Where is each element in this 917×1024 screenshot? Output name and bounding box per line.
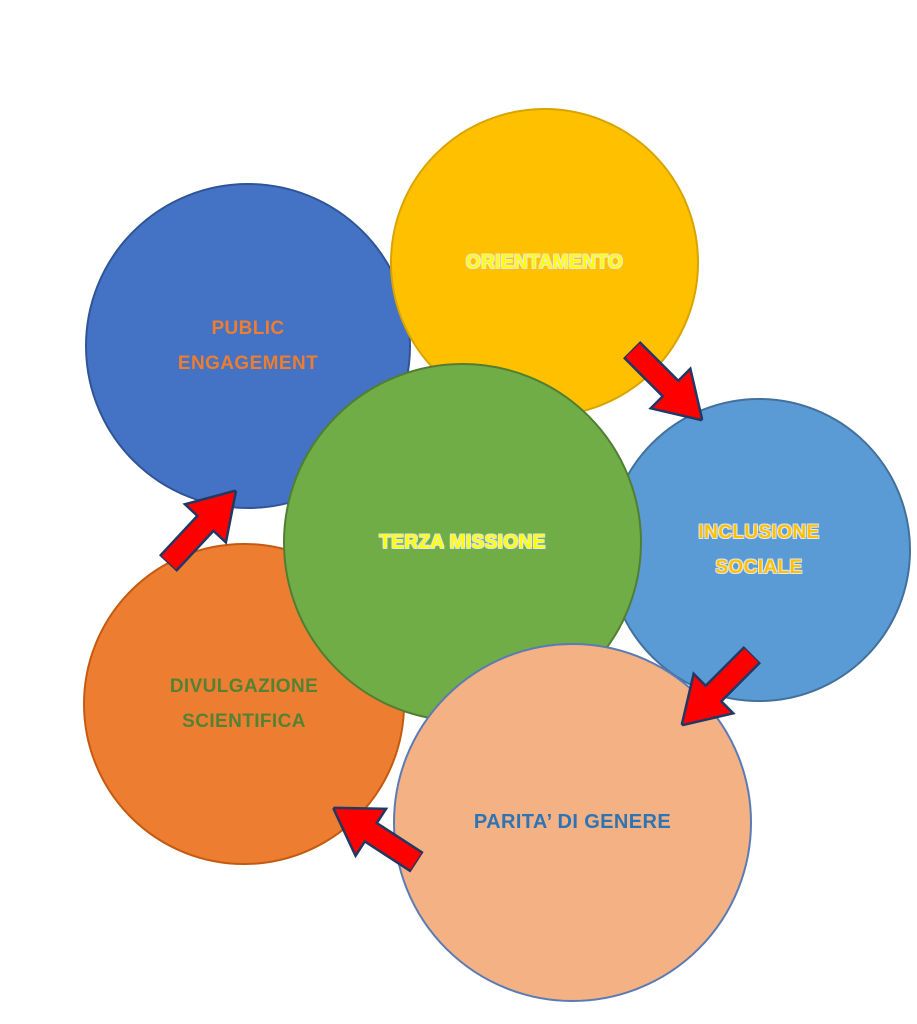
label-line: DIVULGAZIONE	[169, 675, 319, 697]
label-line: INCLUSIONE	[698, 521, 820, 543]
circle-label-divulgazione-scientifica: DIVULGAZIONE SCIENTIFICA	[170, 669, 318, 739]
label-line: ENGAGEMENT	[177, 353, 319, 374]
arrow-orientamento-to-inclusione-icon	[622, 340, 705, 423]
label-line: ORIENTAMENTO	[465, 251, 624, 273]
arrow-inclusione-to-parita-icon	[679, 645, 762, 728]
label-line: SCIENTIFICA	[182, 711, 306, 732]
circle-label-public-engagement: PUBLIC ENGAGEMENT	[178, 311, 318, 381]
label-line: PUBLIC	[211, 317, 285, 339]
circle-public-engagement: PUBLIC ENGAGEMENT	[85, 183, 411, 509]
circle-label-inclusione-sociale: INCLUSIONE SOCIALE	[698, 515, 819, 585]
arrow-parita-to-divulgazione-icon	[331, 806, 425, 874]
label-line: PARITA’ DI GENERE	[473, 811, 672, 833]
label-line: TERZA MISSIONE	[379, 531, 546, 553]
circle-label-orientamento: ORIENTAMENTO	[466, 245, 623, 280]
circle-label-parita-di-genere: PARITA’ DI GENERE	[474, 804, 671, 841]
circle-inclusione-sociale: INCLUSIONE SOCIALE	[607, 398, 911, 702]
circle-label-terza-missione: TERZA MISSIONE	[379, 525, 545, 560]
label-line: SOCIALE	[715, 557, 803, 578]
arrow-divulgazione-to-public-icon	[158, 488, 238, 573]
